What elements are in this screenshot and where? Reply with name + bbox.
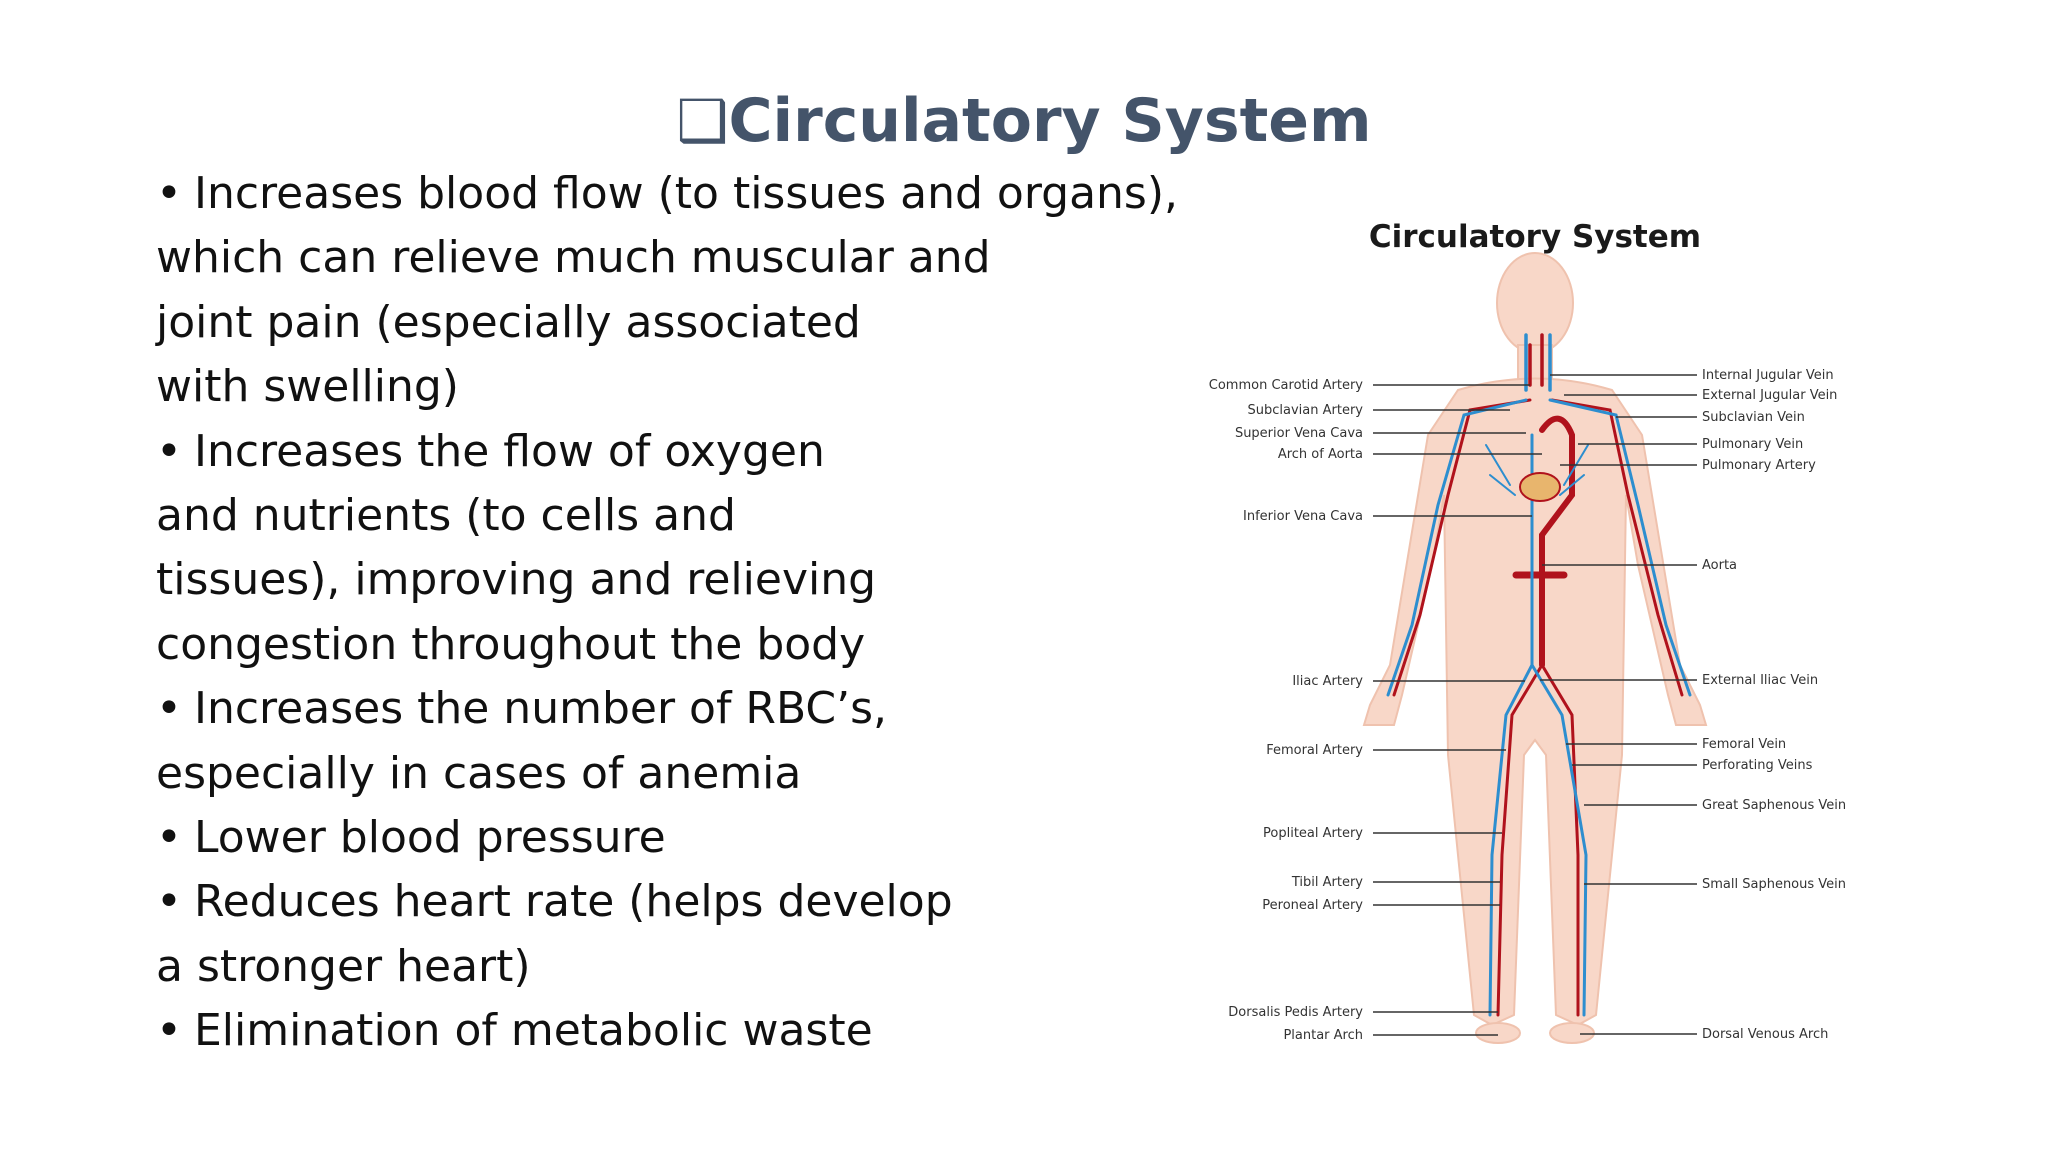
bullet-line-text: Elimination of metabolic waste bbox=[194, 1005, 873, 1057]
bullet-line: which can relieve much muscular and bbox=[156, 226, 1216, 290]
label-dorsalis-pedis-artery: Dorsalis Pedis Artery bbox=[1228, 1005, 1363, 1020]
bullet-line-text: congestion throughout the body bbox=[156, 618, 866, 670]
bullet-line-text: joint pain (especially associated bbox=[156, 296, 861, 348]
bullet-line: •Reduces heart rate (helps develop bbox=[156, 870, 1216, 934]
label-inferior-vena-cava: Inferior Vena Cava bbox=[1243, 509, 1363, 524]
bullet-list: •Increases blood flow (to tissues and or… bbox=[156, 162, 1216, 1064]
label-small-saphenous-vein: Small Saphenous Vein bbox=[1702, 877, 1846, 892]
bullet-line: •Increases blood flow (to tissues and or… bbox=[156, 162, 1216, 226]
bullet-line-text: which can relieve much muscular and bbox=[156, 232, 991, 284]
heart-icon bbox=[1519, 472, 1561, 502]
checkbox-icon: ❑ bbox=[676, 87, 729, 155]
bullet-line-text: Increases the flow of oxygen bbox=[194, 425, 825, 477]
bullet-line-text: Increases the number of RBC’s, bbox=[194, 683, 888, 735]
bullet-dot: • bbox=[156, 1005, 182, 1057]
label-pulmonary-vein: Pulmonary Vein bbox=[1702, 437, 1803, 452]
label-femoral-artery: Femoral Artery bbox=[1266, 743, 1363, 758]
bullet-line: •Increases the flow of oxygen bbox=[156, 420, 1216, 484]
body-silhouette bbox=[1362, 252, 1708, 1044]
label-arch-of-aorta: Arch of Aorta bbox=[1278, 447, 1363, 462]
right-labels: Internal Jugular Vein External Jugular V… bbox=[1702, 368, 1846, 1042]
label-common-carotid-artery: Common Carotid Artery bbox=[1209, 378, 1364, 393]
bullet-line-text: with swelling) bbox=[156, 361, 459, 413]
bullet-line-text: especially in cases of anemia bbox=[156, 747, 802, 799]
slide-title-text: Circulatory System bbox=[728, 86, 1372, 156]
label-subclavian-vein: Subclavian Vein bbox=[1702, 410, 1805, 425]
bullet-dot: • bbox=[156, 812, 182, 864]
bullet-dot: • bbox=[156, 168, 182, 219]
bullet-line: a stronger heart) bbox=[156, 935, 1216, 999]
bullet-line: especially in cases of anemia bbox=[156, 742, 1216, 806]
label-internal-jugular-vein: Internal Jugular Vein bbox=[1702, 368, 1834, 383]
left-leader-lines bbox=[1373, 384, 1542, 1036]
label-perforating-veins: Perforating Veins bbox=[1702, 758, 1813, 773]
circulatory-diagram: Circulatory System bbox=[1180, 195, 1880, 1085]
bullet-line-text: Lower blood pressure bbox=[194, 812, 666, 864]
bullet-line: congestion throughout the body bbox=[156, 613, 1216, 677]
bullet-line: and nutrients (to cells and bbox=[156, 484, 1216, 548]
bullet-line: joint pain (especially associated bbox=[156, 291, 1216, 355]
bullet-line: •Elimination of metabolic waste bbox=[156, 999, 1216, 1063]
label-peroneal-artery: Peroneal Artery bbox=[1262, 898, 1363, 913]
slide-title: ❑Circulatory System bbox=[0, 78, 2048, 164]
label-popliteal-artery: Popliteal Artery bbox=[1263, 826, 1363, 841]
bullet-line-text: Reduces heart rate (helps develop bbox=[194, 876, 953, 928]
label-iliac-artery: Iliac Artery bbox=[1292, 674, 1363, 689]
bullet-line: with swelling) bbox=[156, 355, 1216, 419]
label-femoral-vein: Femoral Vein bbox=[1702, 737, 1786, 752]
label-external-jugular-vein: External Jugular Vein bbox=[1702, 388, 1837, 403]
diagram-title: Circulatory System bbox=[1369, 219, 1701, 255]
label-plantar-arch: Plantar Arch bbox=[1283, 1028, 1363, 1043]
bullet-dot: • bbox=[156, 425, 182, 477]
bullet-dot: • bbox=[156, 683, 182, 735]
label-superior-vena-cava: Superior Vena Cava bbox=[1235, 426, 1363, 441]
bullet-line: •Increases the number of RBC’s, bbox=[156, 677, 1216, 741]
bullet-dot: • bbox=[156, 876, 182, 928]
circulatory-diagram-svg: Circulatory System bbox=[1209, 219, 1846, 1044]
bullet-line: tissues), improving and relieving bbox=[156, 548, 1216, 612]
bullet-line-text: a stronger heart) bbox=[156, 940, 531, 992]
label-subclavian-artery: Subclavian Artery bbox=[1248, 403, 1364, 418]
right-leader-lines bbox=[1540, 374, 1697, 1035]
label-great-saphenous-vein: Great Saphenous Vein bbox=[1702, 798, 1846, 813]
label-external-iliac-vein: External Iliac Vein bbox=[1702, 673, 1818, 688]
label-aorta: Aorta bbox=[1702, 558, 1737, 573]
left-labels: Common Carotid Artery Subclavian Artery … bbox=[1209, 378, 1364, 1043]
bullet-line: •Lower blood pressure bbox=[156, 806, 1216, 870]
label-pulmonary-artery: Pulmonary Artery bbox=[1702, 458, 1816, 473]
bullet-line-text: Increases blood flow (to tissues and org… bbox=[194, 168, 1179, 219]
bullet-line-text: and nutrients (to cells and bbox=[156, 490, 736, 542]
label-dorsal-venous-arch: Dorsal Venous Arch bbox=[1702, 1027, 1828, 1042]
label-tibil-artery: Tibil Artery bbox=[1291, 875, 1363, 890]
bullet-line-text: tissues), improving and relieving bbox=[156, 554, 877, 606]
